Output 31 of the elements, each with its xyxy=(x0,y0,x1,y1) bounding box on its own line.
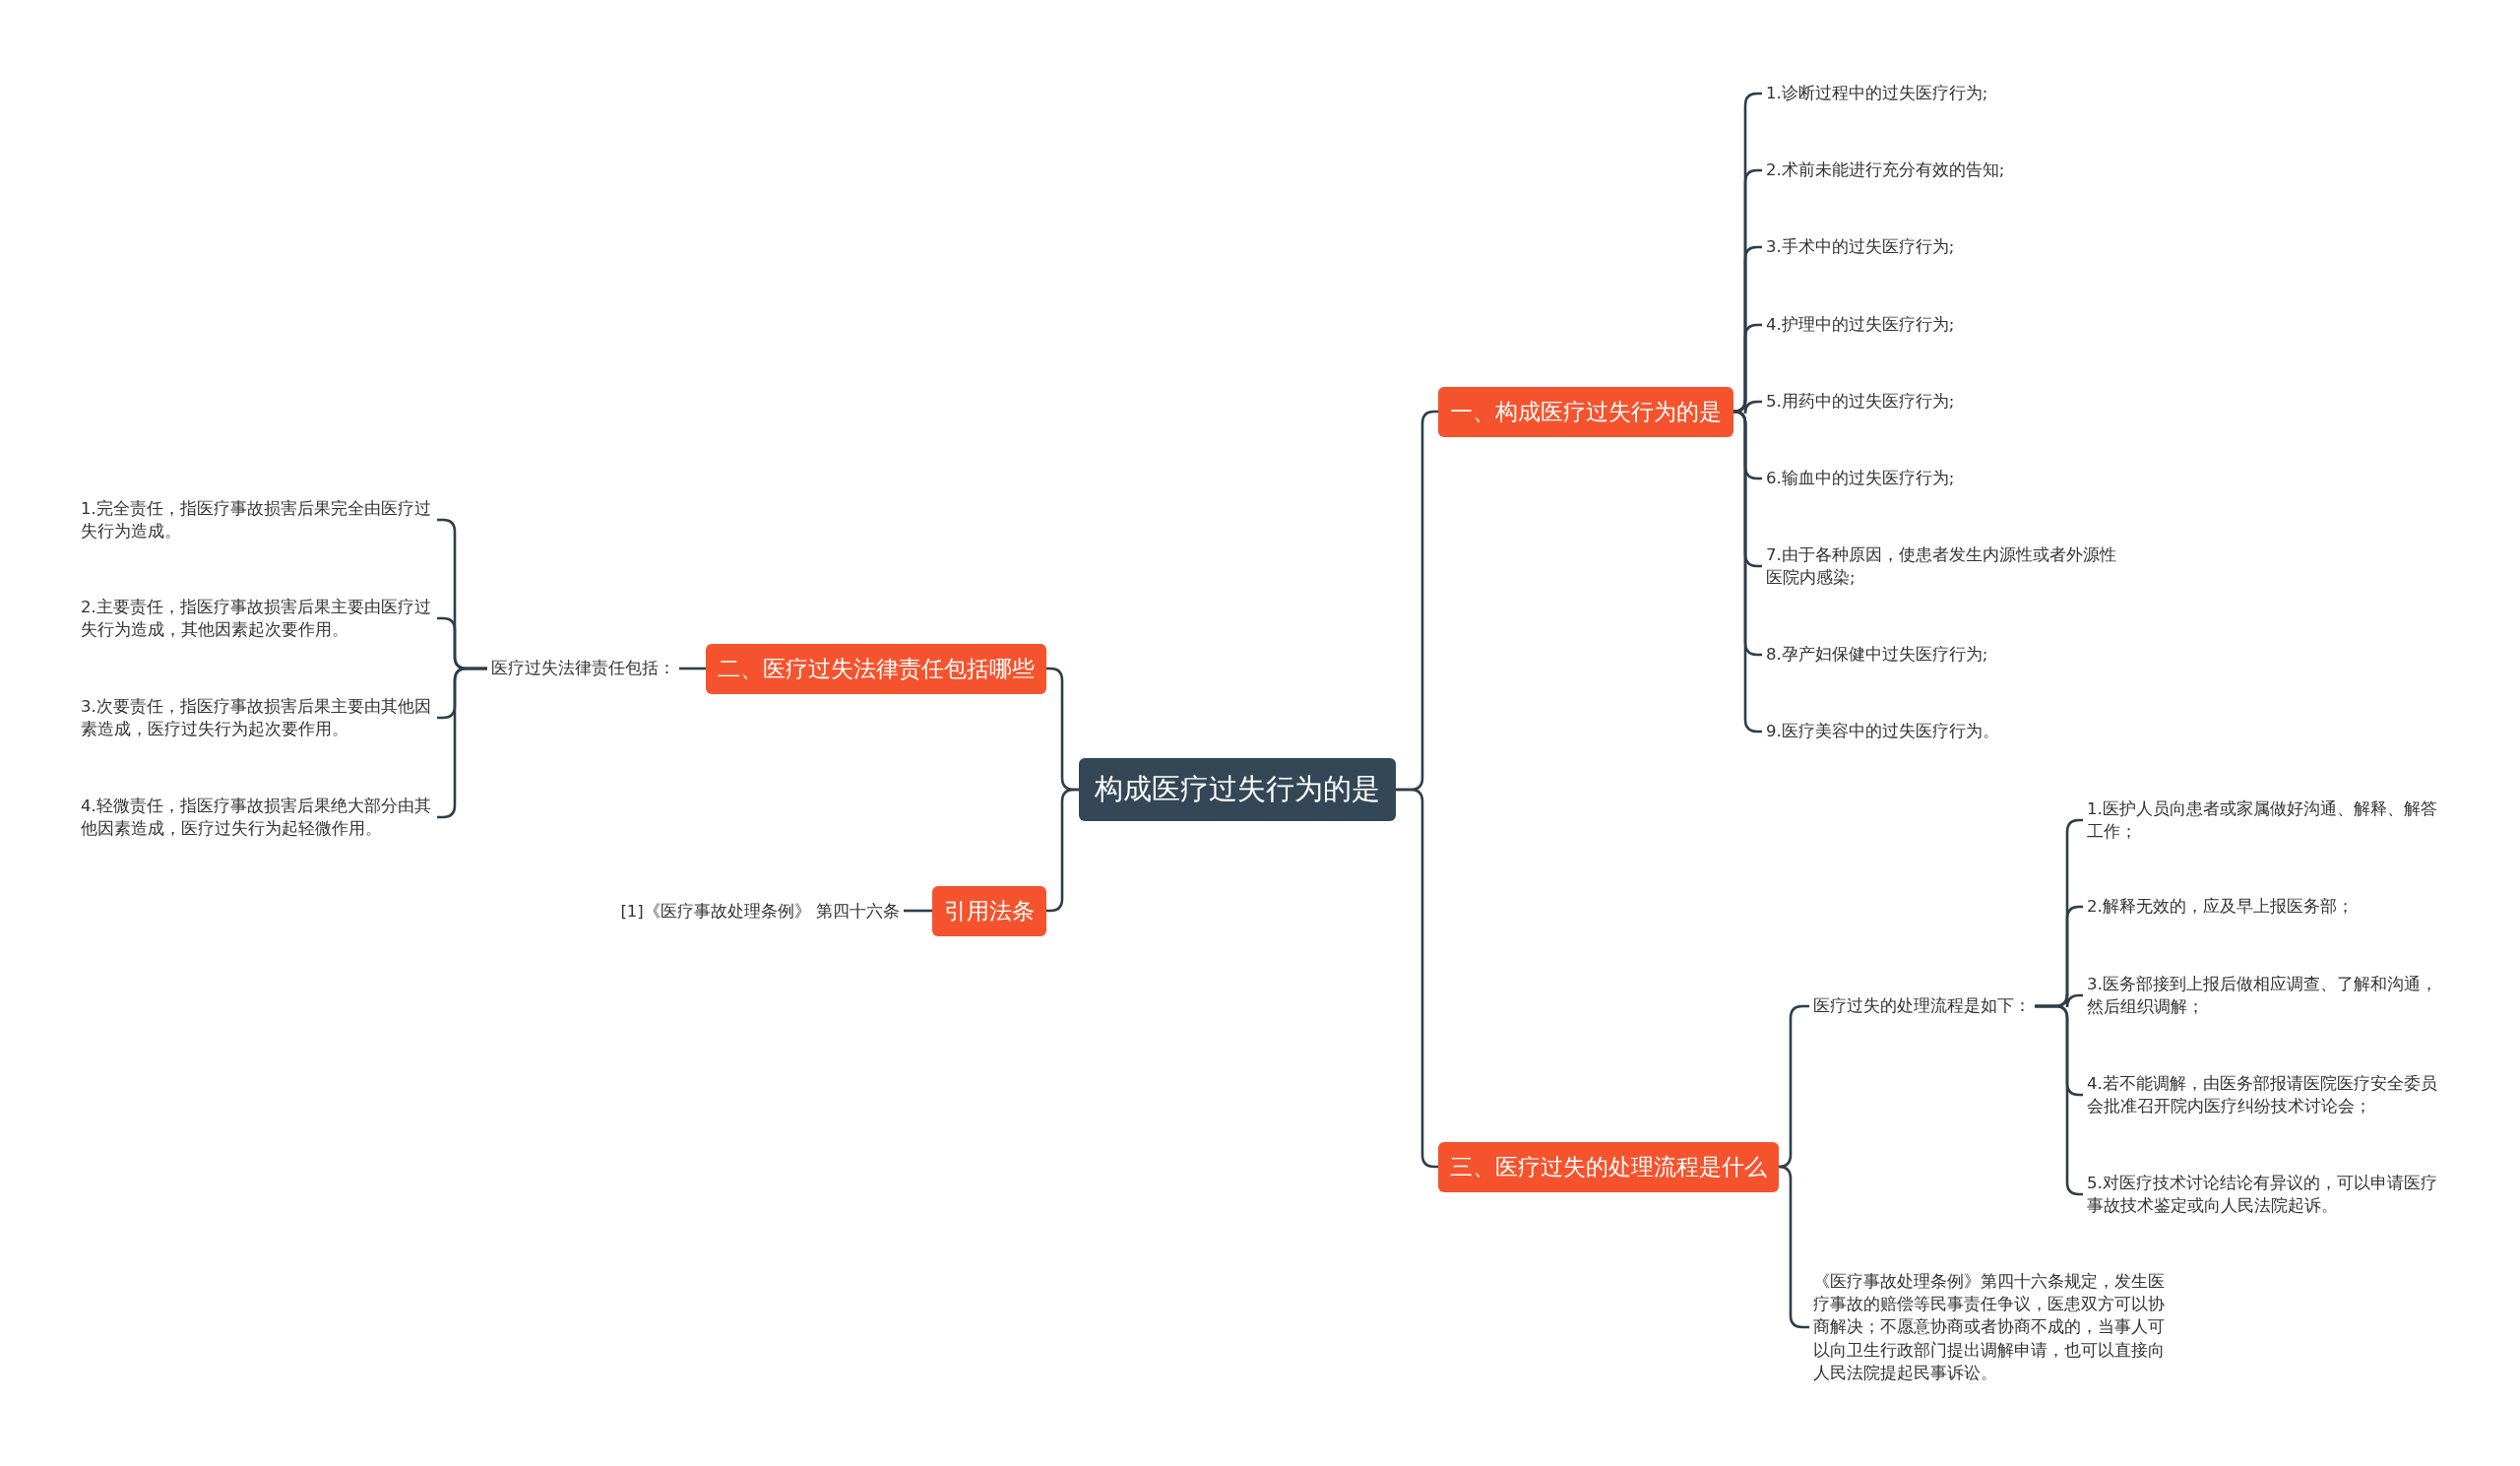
topic-box: 三、医疗过失的处理流程是什么 xyxy=(1438,1141,1779,1192)
connector-line xyxy=(904,909,932,913)
branch-text: 3.手术中的过失医疗行为; xyxy=(1762,233,2136,261)
branch-text: 9.医疗美容中的过失医疗行为。 xyxy=(1762,718,2136,745)
branch-text: 6.输血中的过失医疗行为; xyxy=(1762,465,2136,492)
branch-text: 医疗过失的处理流程是如下： xyxy=(1809,992,2035,1020)
branch-text: 1.完全责任，指医疗事故损害后果完全由医疗过失行为造成。 xyxy=(77,494,437,545)
branch-text: 医疗过失法律责任包括： xyxy=(487,655,679,682)
connector-line xyxy=(1732,410,1762,733)
branch-text: 7.由于各种原因，使患者发生内源性或者外源性医院内感染; xyxy=(1762,541,2122,592)
branch-text: 3.次要责任，指医疗事故损害后果主要由其他因素造成，医疗过失行为起次要作用。 xyxy=(77,692,437,743)
topic-box: 二、医疗过失法律责任包括哪些 xyxy=(706,643,1046,694)
branch-text: 2.术前未能进行充分有效的告知; xyxy=(1762,157,2136,184)
topic-box: 引用法条 xyxy=(932,885,1046,936)
topic-box: 一、构成医疗过失行为的是 xyxy=(1438,386,1733,437)
branch-text: 《医疗事故处理条例》第四十六条规定，发生医疗事故的赔偿等民事责任争议，医患双方可以协商解决；不愿意协商或者协商不成的，当事人可以向卫生行政部门提出调解申请，也可以直接向人民法院提起民事诉讼。 xyxy=(1809,1268,2170,1386)
branch-text: 1.医护人员向患者或家属做好沟通、解释、解答工作； xyxy=(2083,795,2443,846)
branch-text: 1.诊断过程中的过失医疗行为; xyxy=(1762,80,2136,107)
branch-text: 5.用药中的过失医疗行为; xyxy=(1762,388,2136,415)
connector-line xyxy=(679,667,706,670)
branch-text: [1]《医疗事故处理条例》 第四十六条 xyxy=(616,898,904,925)
branch-text: 4.若不能调解，由医务部报请医院医疗安全委员会批准召开院内医疗纠纷技术讨论会； xyxy=(2083,1069,2443,1120)
branch-text: 8.孕产妇保健中过失医疗行为; xyxy=(1762,641,2136,669)
branch-text: 4.护理中的过失医疗行为; xyxy=(1762,311,2136,339)
branch-text: 3.医务部接到上报后做相应调查、了解和沟通，然后组织调解； xyxy=(2083,970,2443,1021)
branch-text: 2.解释无效的，应及早上报医务部； xyxy=(2083,893,2443,921)
connector-line xyxy=(1777,1165,1809,1329)
branch-text: 5.对医疗技术讨论结论有异议的，可以申请医疗事故技术鉴定或向人民法院起诉。 xyxy=(2083,1169,2443,1220)
branch-text: 4.轻微责任，指医疗事故损害后果绝大部分由其他因素造成，医疗过失行为起轻微作用。 xyxy=(77,792,437,843)
central-topic-box: 构成医疗过失行为的是 xyxy=(1079,758,1396,821)
branch-text: 2.主要责任，指医疗事故损害后果主要由医疗过失行为造成，其他因素起次要作用。 xyxy=(77,593,437,644)
